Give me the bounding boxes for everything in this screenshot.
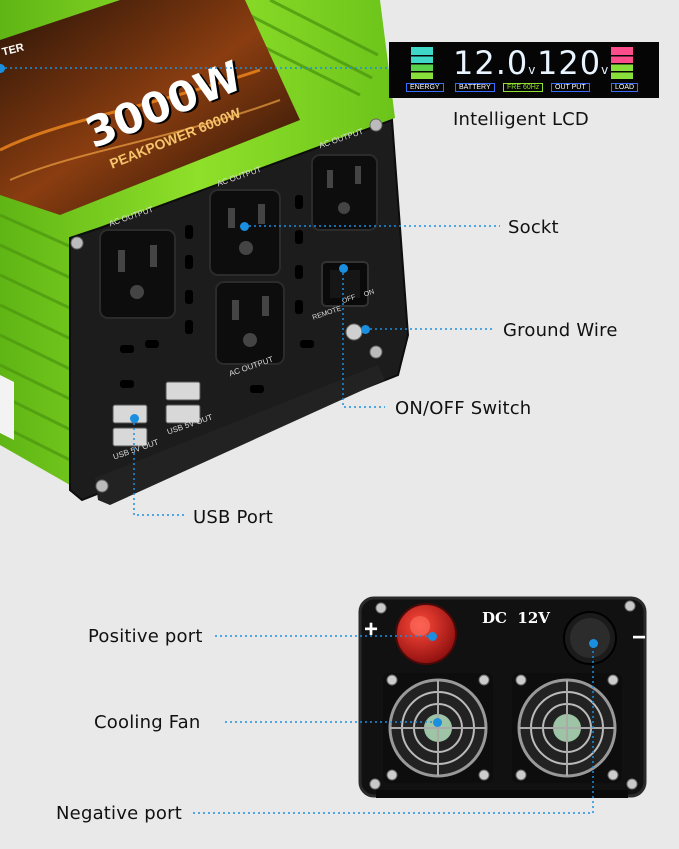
callout-dot-usb xyxy=(130,414,139,423)
negative-symbol: − xyxy=(632,624,647,651)
callout-label-fan: Cooling Fan xyxy=(94,712,201,733)
callout-label-ground: Ground Wire xyxy=(503,320,618,341)
callout-label-lcd: Intelligent LCD xyxy=(453,109,589,130)
callout-label-positive: Positive port xyxy=(88,626,203,647)
callout-label-socket: Sockt xyxy=(508,217,559,238)
callout-dot-positive xyxy=(428,632,437,641)
lcd-tag-frequency: FRE 60Hz xyxy=(503,83,544,92)
positive-symbol: + xyxy=(364,616,379,643)
callout-dot-switch xyxy=(339,264,348,273)
inverter-front-illustration xyxy=(0,0,410,505)
input-voltage-readout: 12.0v xyxy=(453,44,537,82)
callout-label-negative: Negative port xyxy=(56,803,182,824)
load-bar-icon xyxy=(611,47,633,79)
usb-ports xyxy=(112,381,201,447)
callout-dot-lcd xyxy=(0,64,5,73)
output-voltage-readout: 120v xyxy=(537,44,610,82)
energy-bar-icon xyxy=(411,47,433,79)
lcd-tag-output: OUT PUT xyxy=(551,83,590,92)
callout-label-switch: ON/OFF Switch xyxy=(395,398,532,419)
callout-dot-fan xyxy=(433,718,442,727)
outlet-slots xyxy=(118,166,361,347)
lcd-tag-load: LOAD xyxy=(611,83,639,92)
lcd-tag-battery: BATTERY xyxy=(455,83,495,92)
product-label-sticker xyxy=(0,0,300,215)
cooling-fans xyxy=(383,673,622,783)
callout-dot-socket xyxy=(240,222,249,231)
negative-terminal xyxy=(563,611,617,665)
ground-terminal xyxy=(345,323,363,341)
callout-dot-ground xyxy=(361,325,370,334)
callout-label-usb: USB Port xyxy=(193,507,273,528)
lcd-display: 12.0v 120v ENERGY BATTERY FRE 60Hz OUT P… xyxy=(389,42,659,98)
callout-dot-negative xyxy=(589,639,598,648)
positive-terminal xyxy=(395,603,457,665)
rear-voltage-label: DC 12V xyxy=(482,609,550,627)
lcd-tag-energy: ENERGY xyxy=(406,83,444,92)
